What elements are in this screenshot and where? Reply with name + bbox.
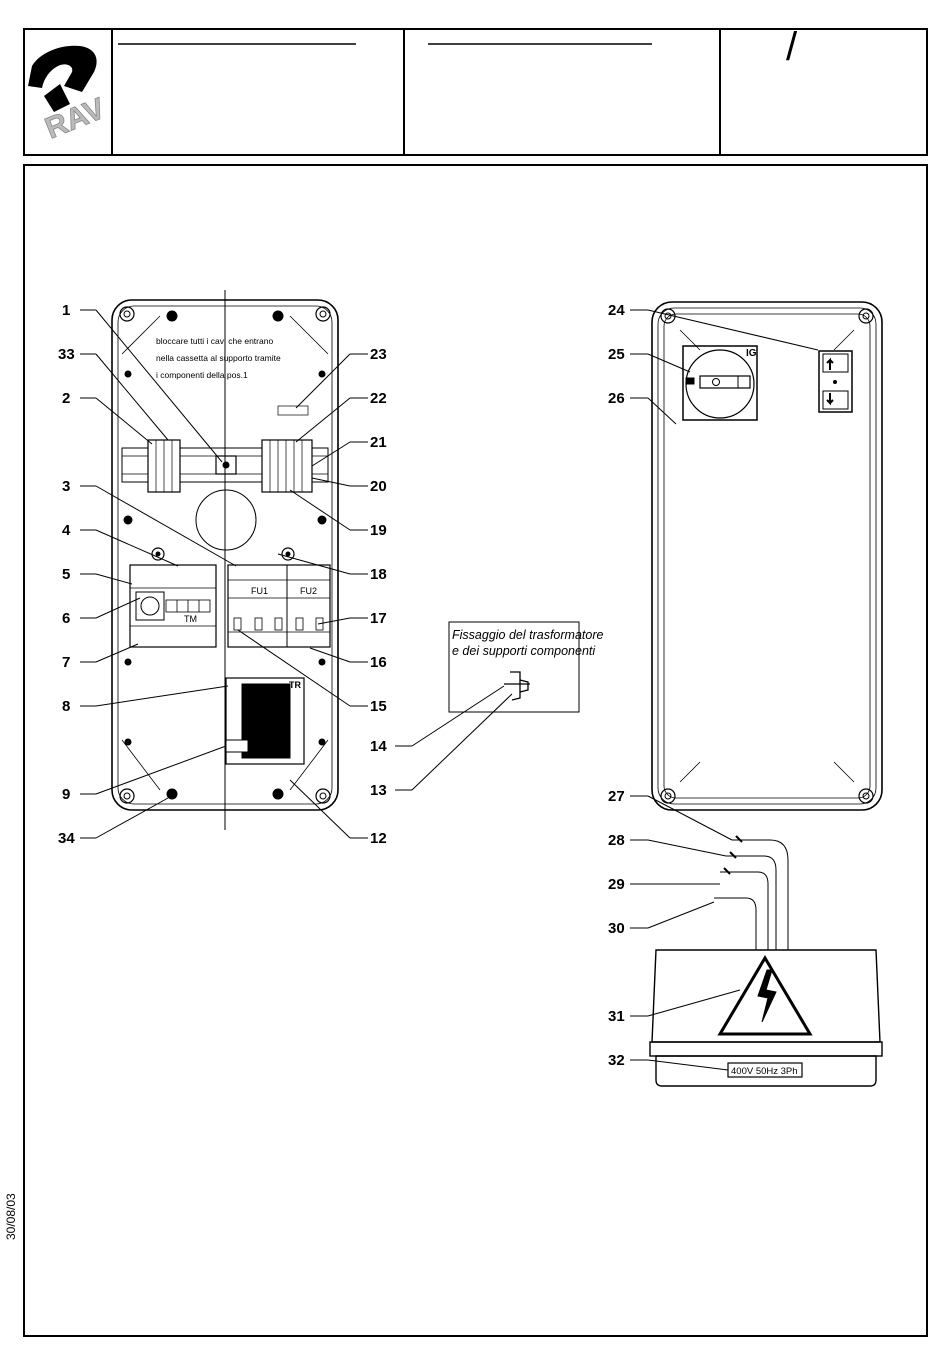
callout-19: 19 (370, 522, 387, 539)
callout-18: 18 (370, 566, 387, 583)
callout-22: 22 (370, 390, 387, 407)
callout-2: 2 (62, 390, 70, 407)
callout-1: 1 (62, 302, 70, 319)
callout-23: 23 (370, 346, 387, 363)
callout-24: 24 (608, 302, 625, 319)
callout-30: 30 (608, 920, 625, 937)
tr-label: TR (289, 680, 301, 690)
callout-6: 6 (62, 610, 70, 627)
callout-17: 17 (370, 610, 387, 627)
callout-4: 4 (62, 522, 71, 539)
callout-27: 27 (608, 788, 625, 805)
callout-13: 13 (370, 782, 387, 799)
panel-note-line1: bloccare tutti i cavi che entrano (156, 336, 273, 346)
callout-7: 7 (62, 654, 70, 671)
rating-label: 400V 50Hz 3Ph (731, 1066, 798, 1077)
callout-8: 8 (62, 698, 70, 715)
fixing-clip-icon (504, 672, 530, 700)
cable-bundle (714, 836, 788, 950)
callout-15: 15 (370, 698, 387, 715)
ig-label: IG (746, 348, 757, 359)
lightning-icon (758, 970, 776, 1022)
panel-note-line2: nella cassetta al supporto tramite (156, 353, 281, 363)
callout-34: 34 (58, 830, 75, 847)
callout-25: 25 (608, 346, 625, 363)
callout-5: 5 (62, 566, 70, 583)
detail-caption-line2: e dei supporti componenti (452, 644, 596, 658)
closed-panel (652, 302, 882, 810)
callout-21: 21 (370, 434, 387, 451)
callout-12: 12 (370, 830, 387, 847)
detail-caption-line1: Fissaggio del trasformatore (452, 628, 604, 642)
callout-9: 9 (62, 786, 70, 803)
fu1-label: FU1 (251, 586, 268, 596)
callout-31: 31 (608, 1008, 625, 1025)
callout-28: 28 (608, 832, 625, 849)
fu2-label: FU2 (300, 586, 317, 596)
callout-14: 14 (370, 738, 387, 755)
callout-20: 20 (370, 478, 387, 495)
rav-logo: RAV (28, 46, 110, 146)
callout-29: 29 (608, 876, 625, 893)
callout-16: 16 (370, 654, 387, 671)
callout-3: 3 (62, 478, 70, 495)
callout-32: 32 (608, 1052, 625, 1069)
date-stamp: 30/08/03 (4, 1193, 18, 1240)
tm-label: TM (184, 614, 197, 624)
revision-mark: / (786, 25, 798, 69)
panel-note-line3: i componenti della pos.1 (156, 370, 248, 380)
callout-26: 26 (608, 390, 625, 407)
callout-33: 33 (58, 346, 75, 363)
